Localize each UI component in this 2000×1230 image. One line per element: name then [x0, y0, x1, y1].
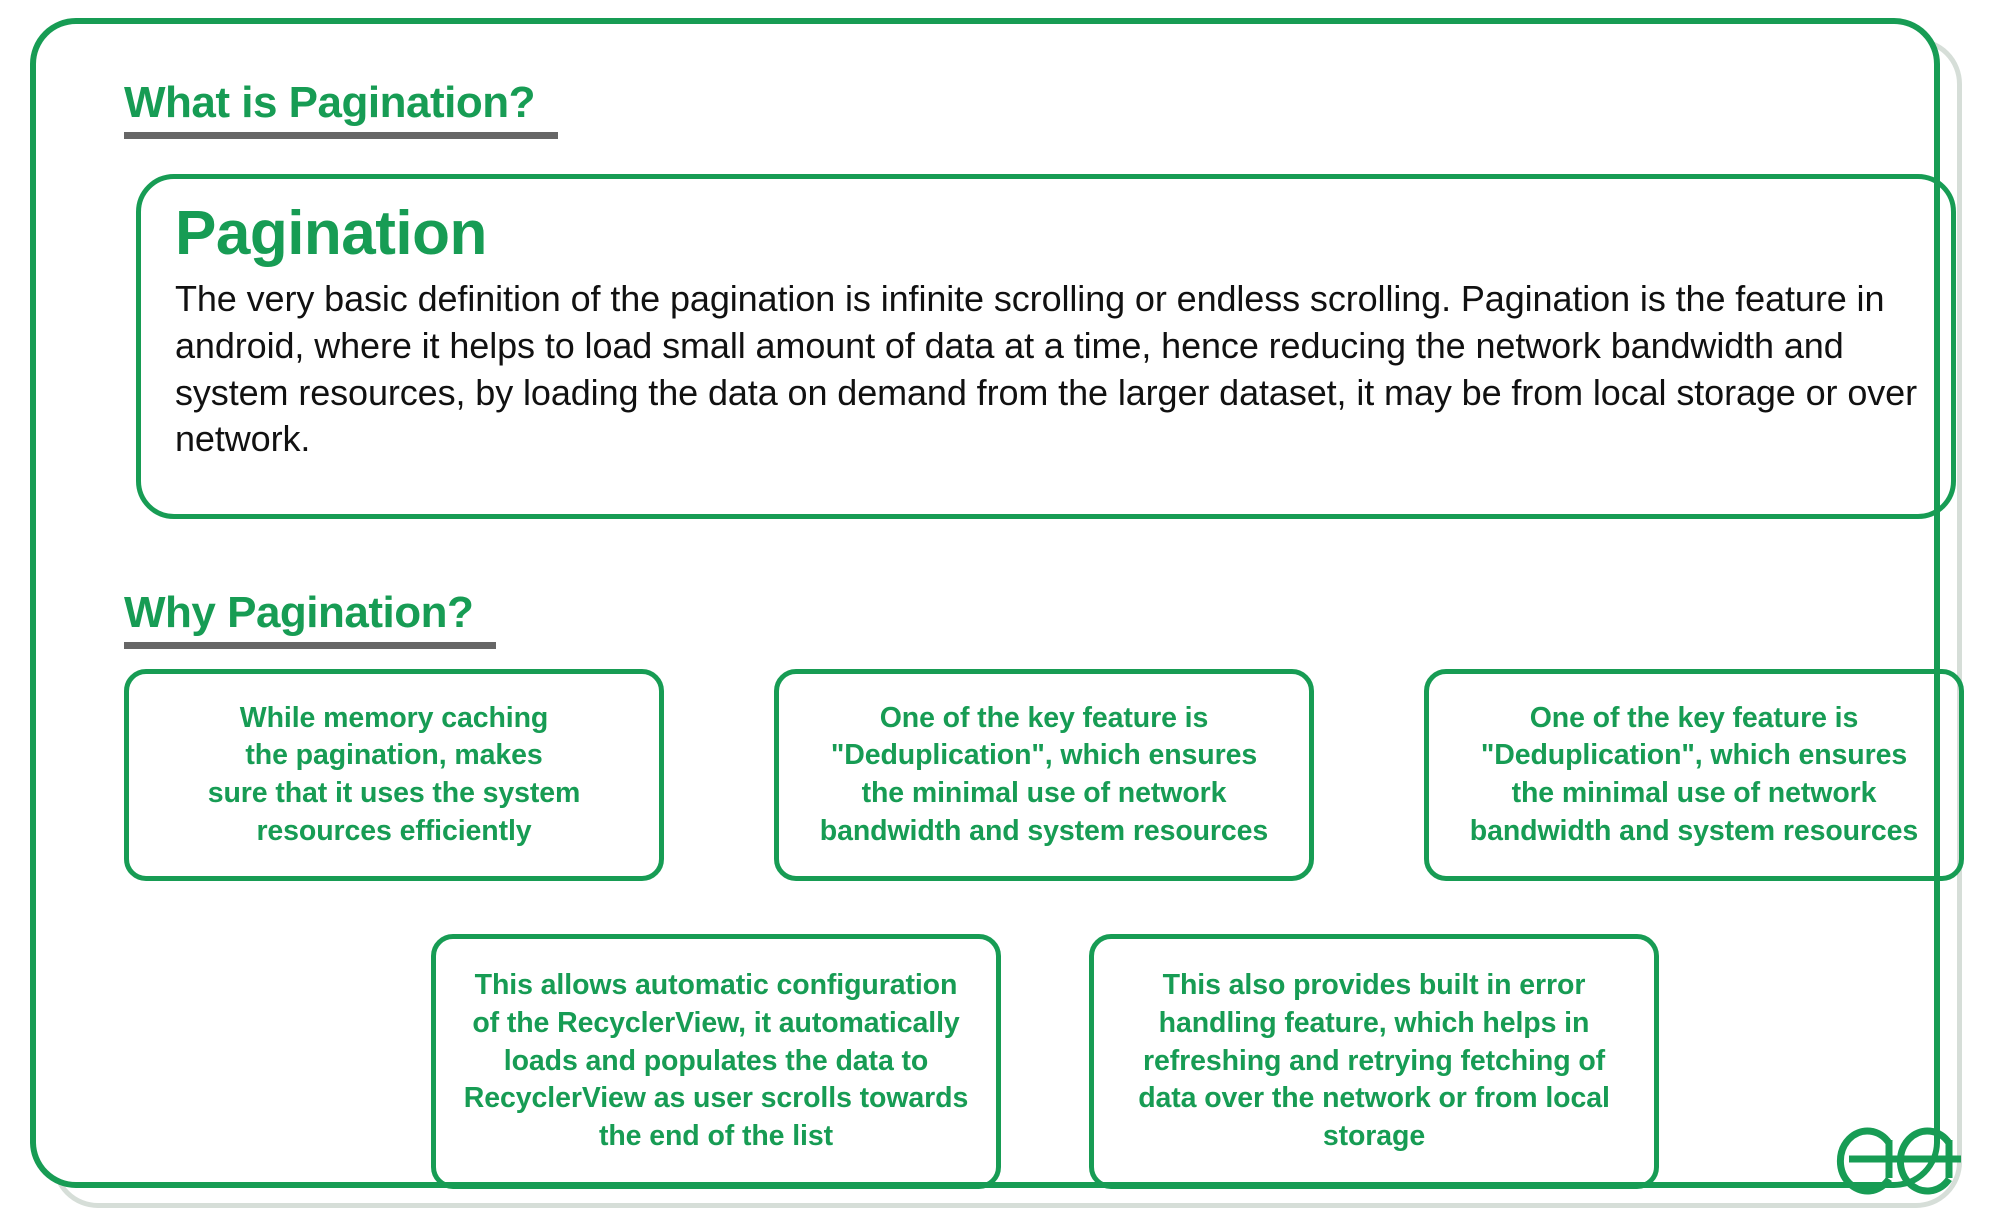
reason-card-deduplication-2-text: One of the key feature is "Deduplication… — [1469, 701, 1919, 847]
heading-what-is-pagination: What is Pagination? — [124, 81, 558, 139]
reason-card-recyclerview-config-text: This allows automatic configuration of t… — [463, 969, 969, 1152]
definition-card: Pagination The very basic definition of … — [136, 174, 1956, 519]
heading-what-is-pagination-underline — [124, 132, 558, 139]
geeksforgeeks-logo-icon — [1831, 1109, 1971, 1209]
reason-card-error-handling-text: This also provides built in error handli… — [1138, 969, 1610, 1152]
reason-card-deduplication-2: One of the key feature is "Deduplication… — [1424, 669, 1964, 881]
heading-why-pagination-underline — [124, 642, 496, 649]
definition-title: Pagination — [175, 199, 487, 268]
heading-why-pagination: Why Pagination? — [124, 591, 496, 649]
heading-what-is-pagination-text: What is Pagination? — [124, 78, 535, 127]
reason-card-deduplication-1-text: One of the key feature is "Deduplication… — [819, 701, 1269, 847]
reason-card-memory-caching-text: While memory caching the pagination, mak… — [207, 701, 581, 847]
reason-card-memory-caching: While memory caching the pagination, mak… — [124, 669, 664, 881]
reason-card-recyclerview-config: This allows automatic configuration of t… — [431, 934, 1001, 1189]
reason-card-deduplication-1: One of the key feature is "Deduplication… — [774, 669, 1314, 881]
heading-why-pagination-text: Why Pagination? — [124, 588, 474, 637]
reason-card-error-handling: This also provides built in error handli… — [1089, 934, 1659, 1189]
definition-body: The very basic definition of the paginat… — [175, 277, 1917, 460]
outer-frame: What is Pagination? Pagination The very … — [30, 18, 1964, 1195]
